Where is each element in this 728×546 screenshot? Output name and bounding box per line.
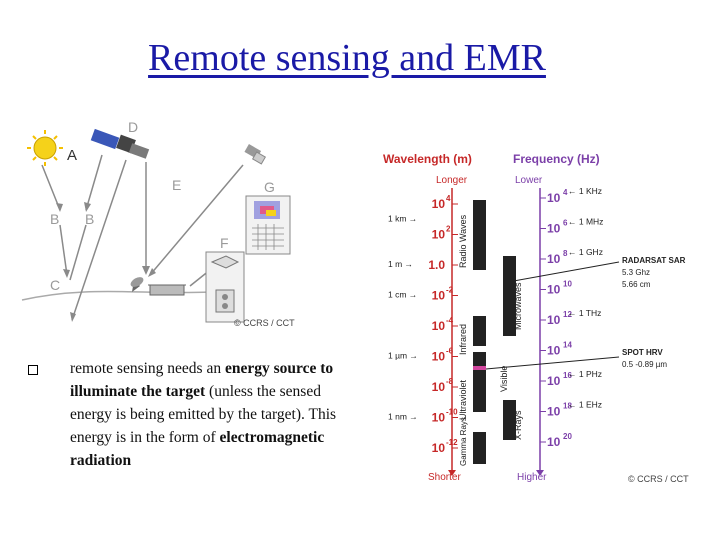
frequency-tick-exp-6: 16 [563, 371, 572, 380]
wavelength-tick-exp-1: 2 [446, 225, 451, 234]
radarsat-title: RADARSAT SAR [622, 256, 686, 265]
wavelength-tick-exp-6: -8 [446, 377, 454, 386]
frequency-tick-3: 10 [547, 283, 561, 297]
longer-label: Longer [436, 175, 468, 186]
frequency-tick-exp-3: 10 [563, 280, 572, 289]
wavelength-tick-3: 10 [432, 289, 446, 303]
wavelength-marker-3: 1 µm → [388, 351, 418, 361]
label-G: G [264, 179, 275, 195]
ground-line [21, 290, 211, 301]
wavelength-tick-exp-5: -6 [446, 347, 454, 356]
frequency-tick-4: 10 [547, 313, 561, 327]
slide-title: Remote sensing and EMR [148, 37, 546, 79]
satellite-icon [90, 128, 150, 159]
label-D: D [128, 119, 138, 135]
frequency-tick-8: 10 [547, 435, 561, 449]
wavelength-marker-1: 1 m → [388, 259, 413, 269]
bullet-text-part2: (unless the sensed energy is being emitt… [70, 383, 337, 446]
spot-pointer-line [485, 356, 620, 370]
bullet-bold-energy-source: energy source to illuminate the target [70, 360, 334, 400]
label-B1: B [50, 211, 59, 227]
lower-label: Lower [515, 175, 543, 186]
ground-station-icon [130, 277, 186, 296]
wavelength-marker-4: 1 nm → [388, 412, 418, 422]
frequency-marker-0: ← 1 KHz [568, 186, 602, 196]
bullet-paragraph: remote sensing needs an energy source to… [70, 357, 350, 472]
bullet-text-part1: remote sensing needs an [70, 360, 225, 377]
label-C: C [50, 277, 60, 293]
band-bar-infrared [473, 316, 486, 346]
wavelength-tick-exp-8: -12 [446, 438, 458, 447]
band-bar-microwave [503, 256, 516, 336]
processing-panel-icon [205, 251, 245, 323]
band-label-infrared: Infrared [458, 324, 468, 355]
frequency-marker-4: ← 1 PHz [568, 369, 602, 379]
band-bar-gamma [473, 432, 486, 464]
higher-label: Higher [517, 472, 547, 483]
spot-title: SPOT HRV [622, 348, 663, 357]
wavelength-tick-6: 10 [432, 380, 446, 394]
right-credit: © CCRS / CCT [628, 474, 689, 484]
wavelength-tick-exp-7: -10 [446, 408, 458, 417]
wavelength-header: Wavelength (m) [383, 152, 472, 166]
frequency-tick-0: 10 [547, 191, 561, 205]
relay-satellite-icon [244, 144, 267, 165]
frequency-tick-6: 10 [547, 374, 561, 388]
bullet-marker [28, 365, 38, 375]
band-bar-radio [473, 200, 486, 270]
shorter-label: Shorter [428, 472, 461, 483]
left-credit: © CCRS / CCT [234, 318, 295, 328]
radarsat-pointer-line [507, 261, 620, 283]
frequency-tick-7: 10 [547, 405, 561, 419]
frequency-tick-exp-0: 4 [563, 188, 568, 197]
band-bar-visible-marker [473, 366, 486, 370]
band-label-gamma: Gamma Rays [459, 417, 468, 466]
frequency-tick-5: 10 [547, 344, 561, 358]
band-bar-ultraviolet [473, 352, 486, 412]
band-label-visible: Visible [499, 366, 509, 392]
frequency-tick-2: 10 [547, 252, 561, 266]
wavelength-tick-2: 1.0 [428, 258, 445, 272]
frequency-marker-2: ← 1 GHz [568, 247, 603, 257]
frequency-tick-1: 10 [547, 222, 561, 236]
band-label-radio: Radio Waves [458, 214, 468, 268]
bullet-bold-emr: electromagnetic radiation [70, 429, 325, 469]
frequency-marker-1: ← 1 MHz [568, 217, 603, 227]
spot-wave: 0.5 -0.89 µm [622, 360, 667, 369]
frequency-marker-3: ← 1 THz [568, 308, 601, 318]
frequency-marker-5: ← 1 EHz [568, 400, 602, 410]
label-F: F [220, 235, 229, 251]
radarsat-wave: 5.66 cm [622, 280, 651, 289]
wavelength-tick-8: 10 [432, 441, 446, 455]
radarsat-freq: 5.3 Ghz [622, 268, 650, 277]
label-B2: B [85, 211, 94, 227]
wavelength-tick-5: 10 [432, 350, 446, 364]
frequency-tick-exp-5: 14 [563, 341, 572, 350]
wavelength-tick-4: 10 [432, 319, 446, 333]
wavelength-marker-2: 1 cm → [388, 290, 417, 300]
sun-icon [27, 130, 63, 166]
band-bar-xrays [503, 400, 516, 440]
label-E: E [172, 177, 181, 193]
band-label-xrays: X-Rays [513, 410, 523, 440]
analysis-panel-icon [245, 195, 291, 255]
frequency-tick-exp-1: 6 [563, 219, 568, 228]
wavelength-tick-1: 10 [432, 228, 446, 242]
wavelength-tick-7: 10 [432, 411, 446, 425]
frequency-tick-exp-2: 8 [563, 249, 568, 258]
wavelength-marker-0: 1 km → [388, 213, 417, 223]
band-label-ultraviolet: Ultraviolet [458, 379, 468, 420]
frequency-header: Frequency (Hz) [513, 152, 600, 166]
wavelength-tick-exp-3: -2 [446, 286, 454, 295]
wavelength-tick-exp-4: -4 [446, 316, 454, 325]
frequency-tick-exp-7: 18 [563, 402, 572, 411]
wavelength-tick-0: 10 [432, 197, 446, 211]
band-label-microwaves: Microwaves [513, 282, 523, 330]
frequency-tick-exp-4: 12 [563, 310, 572, 319]
wavelength-tick-exp-0: 4 [446, 194, 451, 203]
label-A: A [67, 147, 77, 164]
frequency-tick-exp-8: 20 [563, 432, 572, 441]
